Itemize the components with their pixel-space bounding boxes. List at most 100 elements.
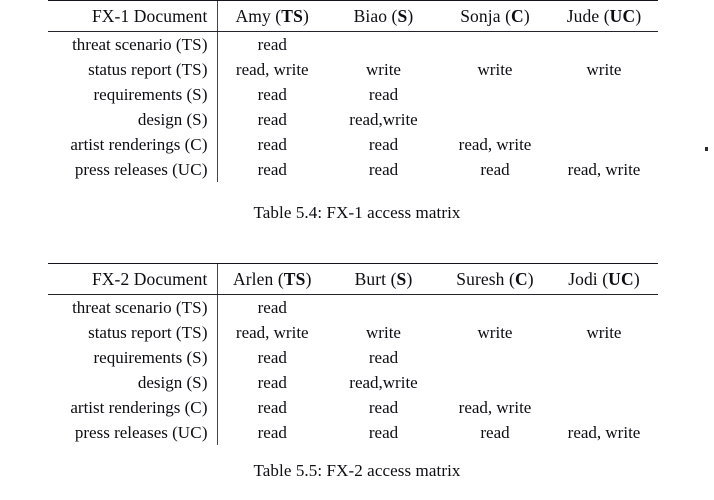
permission-cell: read [368,135,399,155]
document-label: status report (TS) [48,320,218,346]
table-1-header: FX-1 Document Amy (TS) Biao (S) Sonja (C… [48,0,658,33]
document-classification: S [192,110,202,130]
table-row: design (S) read read,write [48,370,658,396]
person-clearance: UC [608,269,634,290]
document-name: press releases [74,423,168,443]
permission-cell [327,32,440,57]
permission-cell: read [368,348,399,368]
permission-cell [440,107,550,132]
table-row: design (S) read read,write [48,107,658,133]
table-row: requirements (S) read read [48,82,658,108]
table-block-fx-2: FX-2 Document Arlen (TS) Burt (S) Suresh… [0,263,714,446]
document-name: design [137,373,183,393]
person-clearance: TS [281,6,304,27]
permission-cell [550,395,658,420]
permission-cell [550,32,658,57]
permission-cell [550,345,658,370]
person-clearance: UC [609,6,636,27]
permission-cell: read [368,160,399,180]
table-block-fx-1: FX-1 Document Amy (TS) Biao (S) Sonja (C… [0,0,714,183]
table-row: status report (TS) read, write write wri… [48,57,658,83]
table-row: artist renderings (C) read read read, wr… [48,395,658,421]
permission-cell: read [257,298,287,318]
document-name: press releases [74,160,168,180]
permission-cell: read [368,398,399,418]
table-2-col-header-person-2: Burt (S) [354,269,413,290]
permission-cell [550,132,658,157]
access-matrix-table-2: FX-2 Document Arlen (TS) Burt (S) Suresh… [48,263,658,446]
table-row: artist renderings (C) read read read, wr… [48,132,658,158]
table-1-col-header-person-1: Amy (TS) [235,6,309,27]
permission-cell: read, write [458,135,532,155]
table-1-col-header-person-2: Biao (S) [353,6,414,27]
table-2-top-rule [48,263,658,265]
document-label: requirements (S) [48,82,218,108]
permission-cell: read, write [567,160,641,180]
permission-cell: read [257,85,287,105]
permission-cell [440,370,550,395]
table-2-col-header-person-3: Suresh (C) [456,269,534,290]
document-classification: UC [177,160,202,180]
document-classification: UC [177,423,202,443]
permission-cell [327,295,440,320]
document-name: threat scenario [72,298,172,318]
table-2-col-header-person-1: Arlen (TS) [232,269,312,290]
person-clearance: S [396,269,407,290]
table-row: threat scenario (TS) read [48,32,658,58]
person-clearance: S [397,6,408,27]
access-matrix-table-1: FX-1 Document Amy (TS) Biao (S) Sonja (C… [48,0,658,183]
table-2-col-header-document: FX-2 Document [48,264,218,295]
document-classification: TS [181,298,202,318]
permission-cell [550,82,658,107]
document-name: threat scenario [72,35,172,55]
document-label: threat scenario (TS) [48,32,218,58]
permission-cell: read,write [349,110,418,130]
document-name: requirements [93,348,183,368]
document-name: requirements [93,85,183,105]
permission-cell: read, write [235,323,309,343]
permission-cell [550,295,658,320]
scan-artifact-speck [705,147,708,151]
table-2-header-row: FX-2 Document Arlen (TS) Burt (S) Suresh… [48,264,658,295]
person-name: Burt [354,269,387,290]
permission-cell: write [586,323,622,343]
permission-cell: read, write [458,398,532,418]
table-row: press releases (UC) read read read read,… [48,157,658,183]
permission-cell: read, write [235,60,309,80]
document-classification: S [192,85,202,105]
document-classification: C [190,135,202,155]
table-1-top-rule [48,0,658,2]
table-1-col-header-person-4: Jude (UC) [566,6,642,27]
document-label: threat scenario (TS) [48,295,218,321]
document-label: artist renderings (C) [48,132,218,158]
document-name: artist renderings [70,135,181,155]
horizontal-rule [48,294,658,296]
permission-cell [440,32,550,57]
person-clearance: C [514,269,528,290]
person-name: Amy [235,6,271,27]
table-row: press releases (UC) read read read read,… [48,420,658,446]
table-2-body: threat scenario (TS) read status report … [48,295,658,446]
document-label: requirements (S) [48,345,218,371]
person-name: Suresh [456,269,505,290]
permission-cell: read, write [567,423,641,443]
table-row: threat scenario (TS) read [48,295,658,321]
table-2-header-rule [48,294,658,296]
table-1-col-header-document: FX-1 Document [48,1,218,32]
person-name: Jodi [568,269,598,290]
permission-cell [440,345,550,370]
table-row: status report (TS) read, write write wri… [48,320,658,346]
permission-cell: read [257,373,287,393]
table-row: requirements (S) read read [48,345,658,371]
permission-cell: read [257,398,287,418]
document-classification: C [190,398,202,418]
document-classification: TS [181,60,202,80]
permission-cell: read [257,160,287,180]
table-1-header-row: FX-1 Document Amy (TS) Biao (S) Sonja (C… [48,1,658,32]
document-label: press releases (UC) [48,420,218,446]
permission-cell [440,295,550,320]
table-1-header-rule [48,31,658,33]
permission-cell: read [257,110,287,130]
document-name: artist renderings [70,398,181,418]
